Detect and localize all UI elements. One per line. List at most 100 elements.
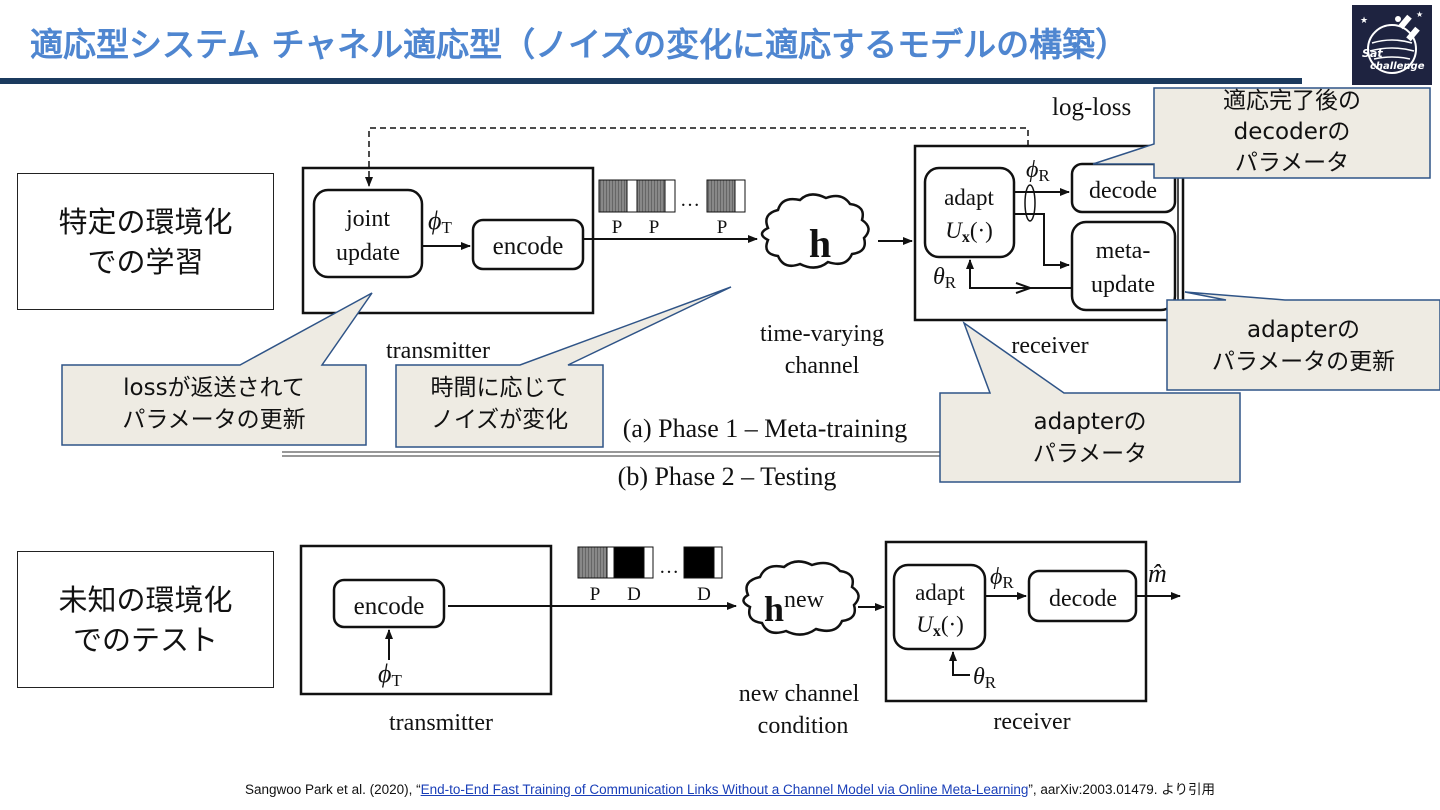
callout-loss-text: lossが返送されて パラメータの更新 [62,372,366,436]
training-environment-box: 特定の環境化 での学習 [17,173,274,310]
testing-label-line1: 未知の環境化 [58,582,233,617]
log-loss-feedback-path [365,127,1029,187]
logo-text-sat: Sat [1362,47,1383,60]
phase1-packets: … P P P [598,179,746,238]
pilot-packet-3 [706,179,736,213]
citation: Sangwoo Park et al. (2020), “End-to-End … [245,778,1215,798]
new-channel-label-line2: condition [758,713,849,739]
new-channel-symbol: hnew [764,587,825,629]
pilot-packet [577,546,608,579]
callout-adapter-params-line2: パラメータ [1032,441,1148,467]
sat-challenge-logo-icon: ★ ★ Sat challenge [1352,5,1432,85]
phase2-adapt-function: Ux(·) [916,612,964,640]
citation-suffix: ”, aarXiv:2003.01479. より引用 [1028,782,1215,797]
callout-loss-line2: パラメータの更新 [122,407,306,433]
callout-adapter-params-line1: adapterの [1033,409,1147,435]
phase1-adapt-block [923,166,1016,259]
callout-decoder-line1: 適応完了後の [1223,88,1361,114]
data-packet-2 [683,546,715,579]
theta-r-symbol: θR [933,264,957,292]
phi-r-bundle [1024,184,1036,222]
phase2-adapt-label: adapt [915,580,965,605]
new-channel-label-line1: new channel [739,681,860,707]
phase1-decode-label: decode [1089,178,1157,204]
phase1-ellipsis: … [680,189,700,211]
packet-label-2: P [649,217,660,238]
title-underline-bar [0,78,1302,84]
callout-decoder-line2: decoderの [1233,119,1351,145]
testing-label-line2: でのテスト [72,622,218,657]
phase2-encode-label: encode [354,593,425,620]
logo-text-challenge: challenge [1370,61,1425,72]
joint-update-label-line1: joint [345,206,390,232]
phase1-adapt-label: adapt [944,185,994,210]
phase1-transmitter-label: transmitter [386,338,490,364]
citation-prefix: Sangwoo Park et al. (2020), “ [245,782,421,797]
pilot-packet-2 [636,179,666,213]
callout-decoder-params-text: 適応完了後の decoderの パラメータ [1154,86,1430,179]
phase1-receiver-box [913,144,1185,322]
log-loss-label: log-loss [1052,94,1131,121]
training-label-line2: での学習 [87,244,204,279]
output-m-hat: m̂ [1148,559,1167,588]
phase1-transmitter-box [301,166,595,315]
phase1-encode-label: encode [493,233,564,260]
packet-label-1: P [612,217,623,238]
phase2-encode-block [332,578,446,629]
packet-label-d2: D [697,584,711,605]
phase2-transmitter-box [299,544,553,696]
theta-r-input-arrow [949,651,970,676]
channel-label-line2: channel [785,353,860,379]
callout-noise-line1: 時間に応じて [430,375,569,401]
callout-adapter-params [939,321,1241,483]
phase2-caption: (b) Phase 2 – Testing [618,462,837,491]
new-channel-cloud: hnew [742,560,860,636]
time-varying-channel-cloud: h [760,193,870,269]
callout-adapter-update-line1: adapterの [1246,317,1360,343]
callout-adapter-update-line2: パラメータの更新 [1211,349,1396,375]
phase1-adapt-function: Ux(·) [945,218,993,246]
phase2-transmitter-label: transmitter [389,710,493,736]
svg-text:★: ★ [1416,10,1423,19]
phi-t-symbol: ϕT [428,206,452,237]
callout-loss [61,292,373,446]
phase2-theta-r-symbol: θR [973,664,997,692]
phase1-encode-block [471,218,585,271]
phase2-receiver-label: receiver [993,709,1070,735]
callout-noise-line2: ノイズが変化 [430,407,569,433]
phase2-decode-label: decode [1049,586,1117,612]
callout-noise [395,286,732,448]
slide-title: 適応型システム チャネル適応型（ノイズの変化に適応するモデルの構築） [30,25,1129,64]
callout-adapter-update [1166,291,1440,391]
joint-update-label-line2: update [336,240,400,266]
metaupdate-to-adapt-arrow [966,259,1072,289]
training-label-line1: 特定の環境化 [58,204,233,239]
adapt-to-metaupdate-arrow [1014,213,1070,269]
testing-environment-box: 未知の環境化 でのテスト [17,551,274,688]
citation-paper-link[interactable]: End-to-End Fast Training of Communicatio… [420,782,1029,797]
pilot-packet-1 [598,179,628,213]
svg-text:★: ★ [1360,15,1368,25]
phase2-phi-r-symbol: ϕR [990,564,1014,592]
packet-label-p: P [590,584,601,605]
packet-label-d1: D [627,584,641,605]
phase1-caption: (a) Phase 1 – Meta-training [623,414,907,443]
phase2-ellipsis: … [659,556,679,578]
phase1-receiver-label: receiver [1011,333,1088,359]
packet-label-3: P [717,217,728,238]
joint-update-block [312,188,424,279]
meta-update-label-line1: meta- [1096,238,1151,264]
channel-h-symbol: h [809,221,831,266]
phase2-receiver-box [884,540,1148,703]
phi-r-symbol: ϕR [1026,157,1050,185]
data-packet-1 [613,546,645,579]
meta-update-label-line2: update [1091,272,1155,298]
phase2-adapt-block [892,563,987,651]
callout-adapter-params-text: adapterの パラメータ [940,406,1240,470]
callout-decoder-line3: パラメータ [1234,150,1350,176]
callout-noise-text: 時間に応じて ノイズが変化 [396,372,603,436]
meta-update-block [1070,220,1177,312]
callout-loss-line1: lossが返送されて [123,375,305,401]
channel-label-line1: time-varying [760,321,884,347]
